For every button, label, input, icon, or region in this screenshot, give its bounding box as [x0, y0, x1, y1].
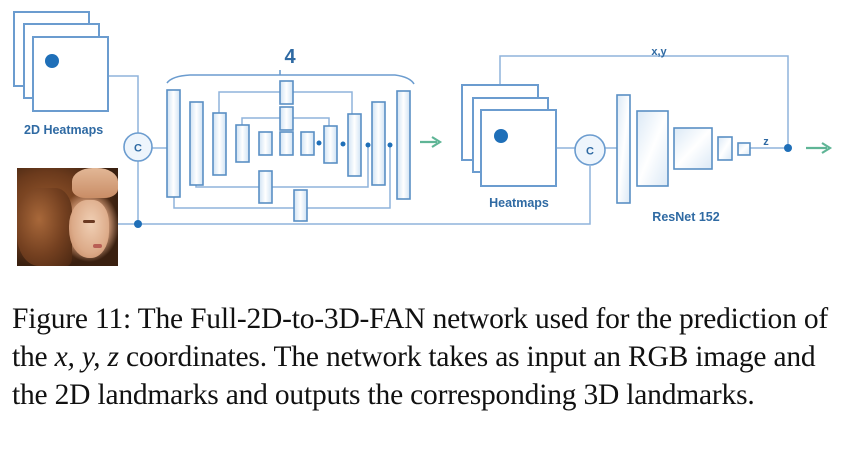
hg-bar	[279, 131, 294, 156]
landmark-dot	[45, 54, 59, 68]
lips	[93, 244, 102, 248]
heatmap-sheet	[32, 36, 109, 112]
line-bottom-bus	[118, 166, 591, 225]
hg-bar	[279, 106, 294, 131]
resnet-block	[616, 94, 631, 204]
output-junction-dot	[784, 144, 792, 152]
skip-line-1	[173, 197, 294, 209]
resnet-block	[737, 142, 751, 156]
heatmap-stack	[461, 84, 557, 187]
hg-bar	[212, 112, 227, 176]
arrow-mid	[420, 136, 443, 148]
hg-skip-bar	[293, 189, 308, 222]
skip-line-2	[195, 185, 259, 188]
label-xy: x,y	[651, 46, 667, 58]
figure-caption: Figure 11: The Full-2D-to-3D-FAN network…	[12, 300, 832, 414]
arrow-out	[806, 142, 833, 154]
hg-skip-bar	[258, 170, 273, 204]
hg-bar	[300, 131, 315, 156]
label-2d-heatmaps: 2D Heatmaps	[24, 123, 103, 137]
hg-bar	[371, 101, 386, 186]
resnet-block	[673, 127, 713, 170]
hair	[17, 188, 72, 266]
resnet-module	[616, 94, 751, 204]
label-resnet: ResNet 152	[652, 210, 719, 224]
line-heatmap-to-concat	[108, 75, 139, 133]
hg-bar	[396, 90, 411, 200]
arm	[72, 168, 118, 198]
skip-line-3	[218, 91, 280, 113]
network-diagram: 2D Heatmaps C 4 Heatmaps	[13, 11, 833, 228]
skip-out-3	[272, 145, 369, 188]
input-face-image	[17, 168, 118, 266]
hg-bar	[323, 125, 338, 164]
hg-bar	[166, 89, 181, 198]
label-z: z	[763, 136, 769, 148]
brace	[166, 70, 415, 85]
hg-bar	[347, 113, 362, 177]
resnet-block	[636, 110, 669, 187]
resnet-block	[717, 136, 733, 161]
line-xy-branch	[499, 55, 789, 146]
heatmap-stack-2d	[13, 11, 109, 112]
hg-bar	[258, 131, 273, 156]
hg-bar	[279, 80, 294, 105]
svg-text:C: C	[586, 146, 594, 158]
hg-merge-dots	[316, 140, 393, 148]
concat-node-left: C	[123, 132, 153, 162]
caption-suffix: coordinates. The network takes as input …	[12, 341, 816, 411]
hourglass-module	[166, 80, 411, 222]
junction-dot	[134, 220, 142, 228]
face-skin	[69, 200, 109, 258]
eye	[83, 220, 95, 223]
skip-line-4	[241, 117, 280, 125]
svg-text:C: C	[134, 143, 142, 155]
caption-prefix: Figure 11: The Full-2D-to-3D-FAN network…	[12, 303, 828, 373]
label-heatmaps: Heatmaps	[489, 196, 549, 210]
stack-count: 4	[284, 46, 296, 68]
concat-node-right: C	[574, 134, 606, 166]
landmark-dot	[494, 129, 508, 143]
heatmap-sheet	[480, 109, 557, 187]
skip-out-4	[307, 145, 391, 209]
caption-math: x, y, z	[54, 341, 119, 373]
hg-bar	[189, 101, 204, 186]
hg-bar	[235, 124, 250, 163]
